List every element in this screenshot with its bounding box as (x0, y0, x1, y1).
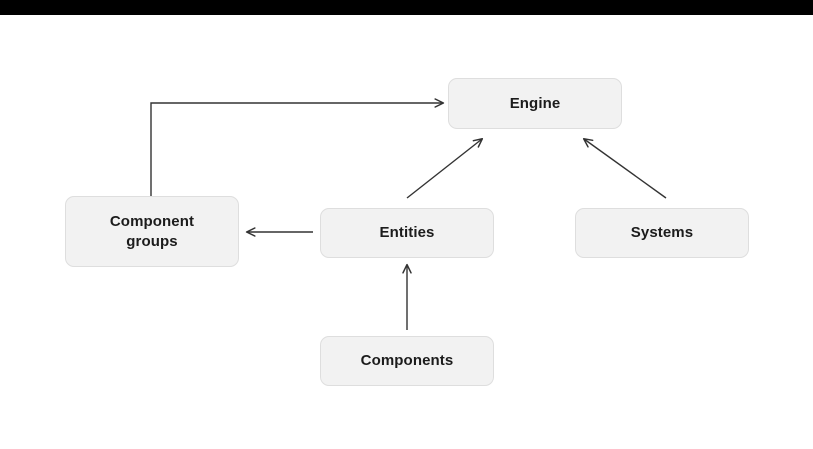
node-systems-label: Systems (630, 224, 694, 242)
node-component-groups[interactable]: Component groups (65, 196, 239, 267)
node-engine[interactable]: Engine (448, 78, 622, 129)
node-components[interactable]: Components (320, 336, 494, 386)
node-components-label: Components (360, 352, 454, 370)
node-entities[interactable]: Entities (320, 208, 494, 258)
node-systems[interactable]: Systems (575, 208, 749, 258)
node-engine-label: Engine (509, 94, 561, 112)
node-entities-label: Entities (379, 224, 435, 242)
top-black-bar (0, 0, 813, 15)
node-component-groups-label: Component groups (109, 213, 195, 250)
